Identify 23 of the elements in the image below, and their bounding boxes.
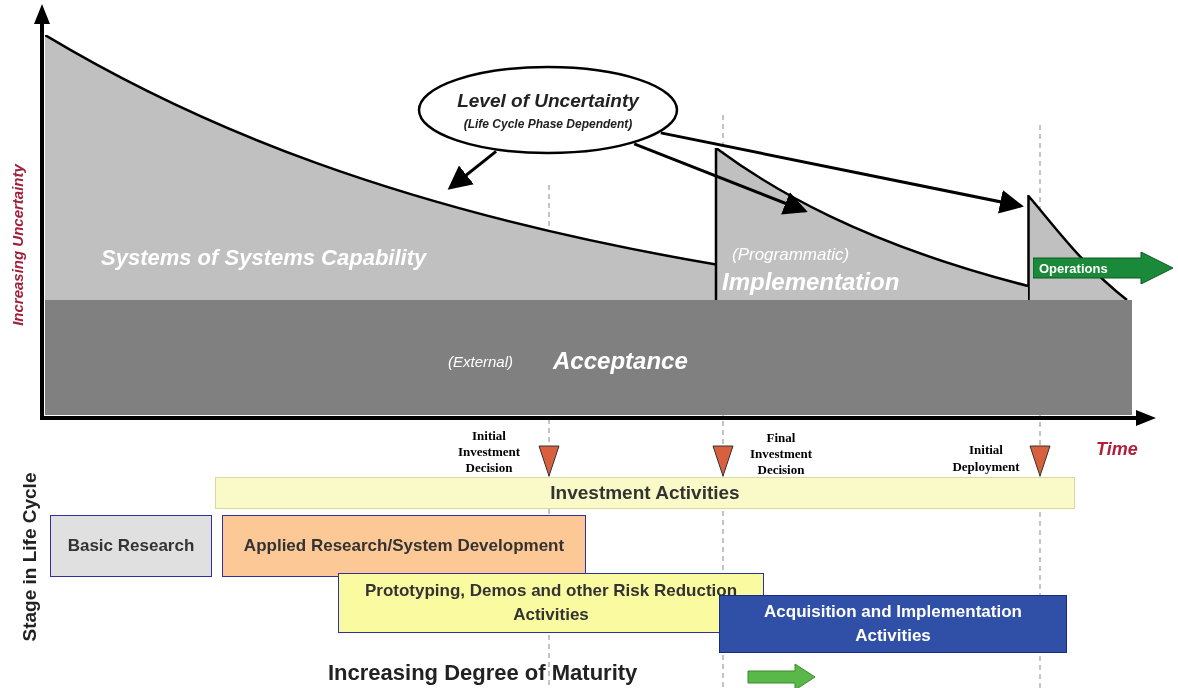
band-label: Acceptance [553,346,688,376]
axis-label: Time [1096,438,1138,461]
area-label: Implementation [722,267,900,297]
area-label: (Programmatic) [732,244,850,266]
callout-subtitle: (Life Cycle Phase Dependent) [462,116,634,133]
activity-bar: Prototyping, Demos and other Risk Reduction Activities [338,573,764,633]
arrow-label: Operations [1039,260,1108,278]
milestone-label: Final Investment Decision [748,430,814,478]
arrow [633,142,808,215]
axis-label: Increasing Degree of Maturity [328,659,638,687]
band-label: (External) [448,352,514,372]
axis-label: Stage in Life Cycle [17,472,41,642]
activity-bar: Applied Research/System Development [222,515,586,577]
callout-title: Level of Uncertainty [456,89,641,113]
milestone-label: Initial Investment Decision [456,428,522,476]
arrow [447,150,498,190]
activity-bar: Basic Research [50,515,212,577]
arrow [660,131,1024,214]
milestone-label: Initial Deployment [951,441,1021,475]
activity-bar: Acquisition and Implementation Activities [719,595,1067,653]
area-label: Systems of Systems Capability [101,244,427,272]
axis-label: Increasing Uncertainty [7,164,27,326]
activity-bar: Investment Activities [215,477,1075,509]
